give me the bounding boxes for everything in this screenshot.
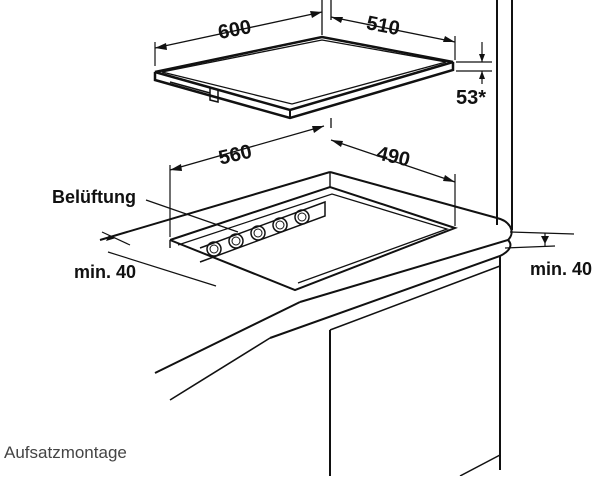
ventilation-leader-line: [145, 199, 239, 233]
dimension-min-left: min. 40: [74, 231, 217, 287]
hob-depth-label: 510: [365, 12, 402, 40]
dimension-hob-width: 600: [154, 11, 323, 66]
dimension-hob-depth: 510: [330, 12, 456, 60]
cutout-depth-label: 490: [375, 142, 412, 171]
dimension-min-right: min. 40: [504, 231, 592, 279]
hob-width-label: 600: [216, 16, 253, 44]
hob-drawing: [153, 0, 455, 128]
cutout-width-label: 560: [217, 141, 254, 170]
caption: Aufsatzmontage: [4, 443, 127, 462]
wall-lines: [496, 0, 513, 230]
min-right-label: min. 40: [530, 259, 592, 279]
worktop-drawing: [99, 171, 513, 401]
ventilation-openings: [199, 200, 326, 263]
ventilation-label: Belüftung: [52, 187, 136, 207]
min-left-label: min. 40: [74, 262, 136, 282]
dimension-hob-height: 53*: [456, 42, 492, 109]
hob-height-label: 53*: [456, 87, 486, 109]
cabinet-drawing: [329, 256, 501, 477]
